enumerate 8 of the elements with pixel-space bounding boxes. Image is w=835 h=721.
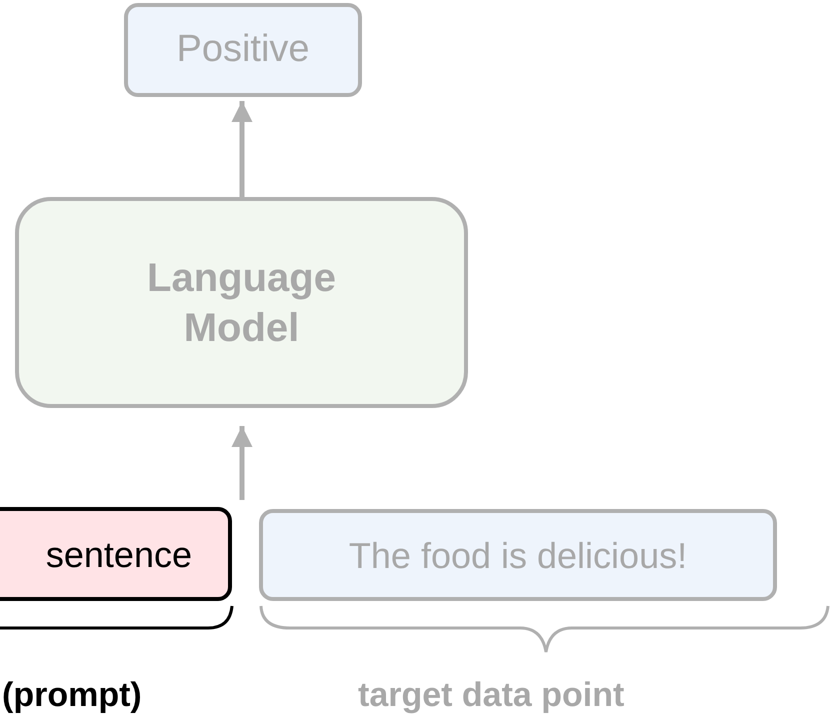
arrow: [232, 101, 252, 197]
input-box: The food is delicious!: [259, 509, 777, 601]
model-box: Language Model: [15, 197, 468, 408]
input-box: sentence: [0, 507, 232, 601]
caption-text: (prompt): [2, 676, 142, 715]
arrow: [232, 426, 252, 500]
caption-text: target data point: [358, 676, 624, 715]
output-box: Positive: [124, 3, 362, 97]
